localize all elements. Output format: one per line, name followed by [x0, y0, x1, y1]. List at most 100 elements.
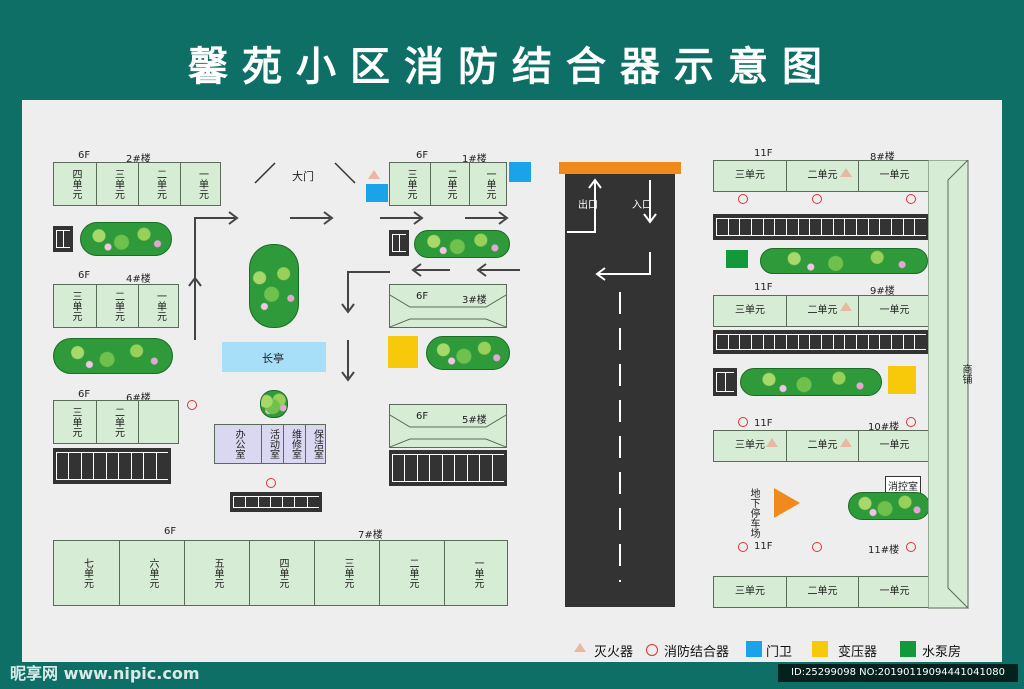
building-9: 三单元 二单元 一单元 — [713, 295, 929, 327]
building-name: 2#楼 — [126, 154, 151, 165]
road-gate — [559, 162, 681, 174]
shops-label: 商铺 — [960, 364, 971, 384]
building-name: 6#楼 — [126, 393, 151, 404]
legend-pump: 水泵房 — [922, 645, 962, 660]
unit: 一单元 — [138, 285, 180, 327]
parking-slot — [80, 452, 94, 480]
unit: 三单元 — [405, 169, 416, 199]
building-name: 9#楼 — [870, 286, 895, 297]
entrance-label: 入口 — [632, 200, 652, 211]
shops-building — [928, 160, 970, 609]
building-name: 5#楼 — [462, 415, 487, 426]
parking-slot — [891, 334, 903, 350]
parking-slot — [306, 496, 319, 508]
parking-slot — [93, 452, 106, 480]
office: 办公室 — [233, 429, 244, 459]
garden — [249, 244, 299, 328]
connector-icon — [812, 542, 822, 552]
parking-slot — [891, 218, 903, 236]
parking-slot — [491, 454, 504, 482]
extinguisher-icon — [766, 438, 778, 447]
floors-label: 6F — [416, 411, 429, 422]
unit: 二单元 — [786, 431, 858, 461]
connector-icon — [738, 194, 748, 204]
connector-icon — [906, 417, 916, 427]
guard-house — [366, 184, 388, 202]
road — [565, 172, 675, 607]
garden — [53, 338, 173, 374]
unit: 一单元 — [858, 431, 930, 461]
parking-slot — [809, 218, 821, 236]
parking-slot — [68, 452, 81, 480]
building-11: 三单元 二单元 一单元 — [713, 576, 929, 608]
pavilion — [222, 342, 326, 372]
unit: 三单元 — [735, 170, 765, 181]
extinguisher-legend-icon — [574, 643, 586, 652]
connector-legend-icon — [646, 644, 658, 656]
parking-slot — [879, 218, 891, 236]
unit: 一单元 — [858, 577, 930, 607]
exit-label: 出口 — [578, 200, 598, 211]
parking-lot — [713, 368, 737, 396]
parking-slot — [404, 454, 417, 482]
floors-label: 6F — [416, 291, 429, 302]
parking-slot — [844, 334, 856, 350]
parking-slot — [727, 218, 740, 236]
guard-house — [509, 162, 531, 182]
garden — [260, 390, 288, 418]
unit: 四单元 — [249, 541, 314, 605]
parking-slot — [245, 496, 258, 508]
unit: 三单元 — [735, 305, 765, 316]
parking-slot — [856, 218, 868, 236]
parking-slot — [716, 334, 728, 350]
garden — [426, 336, 510, 370]
building-name: 10#楼 — [868, 422, 900, 433]
building-3: 6F 3#楼 — [389, 284, 507, 328]
unit: 七单元 — [81, 558, 93, 588]
parking-slot — [902, 334, 915, 350]
extinguisher-icon — [840, 302, 852, 311]
building-name: 11#楼 — [868, 545, 900, 556]
parking-slot — [479, 454, 492, 482]
unit: 四单元 — [70, 169, 81, 199]
gate-label: 大门 — [292, 170, 314, 183]
parking-slot — [751, 218, 763, 236]
building-4: 三单元 二单元 一单元 — [53, 284, 179, 328]
parking-slot — [392, 454, 405, 482]
connector-icon — [266, 478, 276, 488]
garden — [760, 248, 928, 274]
parking-slot — [809, 334, 821, 350]
building-2: 四单元 三单元 二单元 一单元 — [53, 162, 221, 206]
garden — [414, 230, 510, 258]
floors-label: 6F — [164, 526, 177, 537]
unit: 二单元 — [96, 285, 138, 327]
building-name: 1#楼 — [462, 154, 487, 165]
floors-label: 6F — [78, 389, 91, 400]
parking-slot — [155, 452, 168, 480]
facilities: 办公室 活动室 维修室 保洁室 — [214, 424, 326, 464]
parking-slot — [105, 452, 119, 480]
garden — [740, 368, 882, 396]
image-id: ID:25299098 NO:20190119094441041080 — [778, 664, 1018, 682]
connector-icon — [906, 194, 916, 204]
connector-icon — [738, 417, 748, 427]
parking-lot — [713, 214, 929, 240]
parking-slot — [774, 334, 786, 350]
unit: 二单元 — [430, 163, 469, 205]
unit: 二单元 — [786, 577, 858, 607]
unit: 一单元 — [858, 296, 930, 326]
unit: 三单元 — [70, 291, 81, 321]
repair-room: 维修室 — [283, 425, 305, 463]
gate-lines — [254, 162, 356, 184]
watermark: 昵享网 www.nipic.com — [10, 664, 200, 683]
garden — [848, 492, 930, 520]
connector-icon — [906, 542, 916, 552]
floors-label: 11F — [754, 541, 773, 552]
building-10: 三单元 二单元 一单元 — [713, 430, 929, 462]
parking-slot — [399, 234, 406, 252]
parking-slot — [416, 454, 430, 482]
floors-label: 11F — [754, 418, 773, 429]
building-1: 三单元 二单元 一单元 — [389, 162, 507, 206]
unit: 二单元 — [379, 541, 444, 605]
parking-slot — [786, 218, 798, 236]
